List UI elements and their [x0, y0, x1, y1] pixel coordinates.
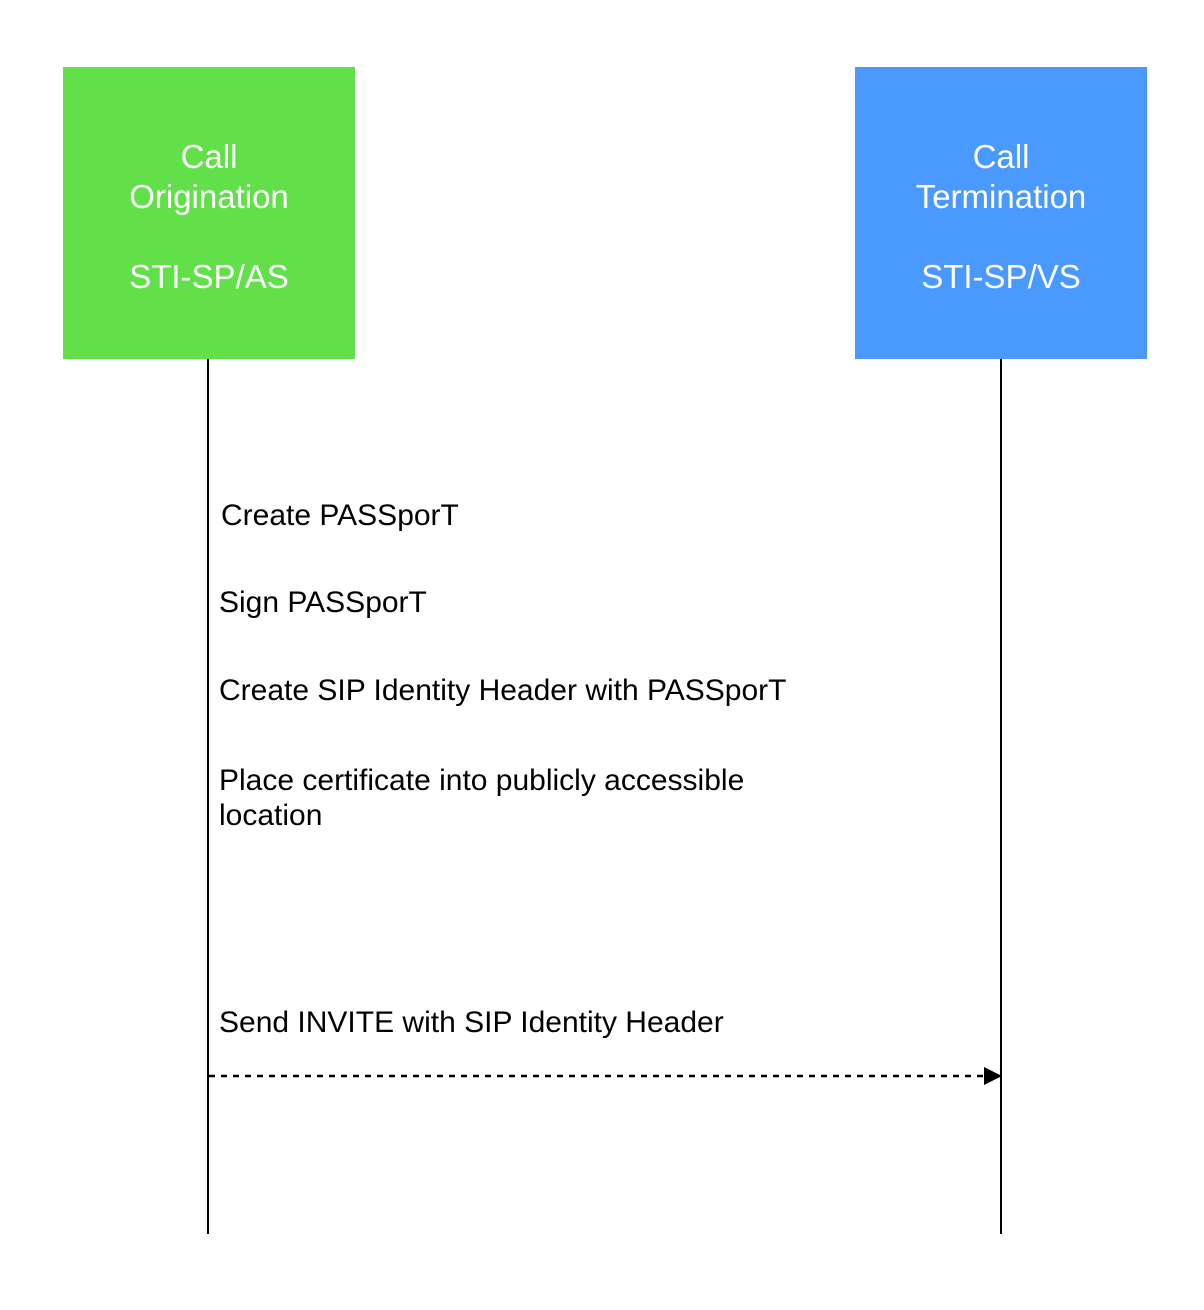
- participant-origination-line2: Origination: [129, 178, 289, 215]
- step-place-certificate: Place certificate into publicly accessib…: [219, 764, 745, 832]
- participant-termination-line1: Call: [972, 138, 1030, 175]
- step-create-sip-identity-header: Create SIP Identity Header with PASSporT: [219, 674, 787, 707]
- lifeline-origination: [207, 359, 209, 1234]
- participant-origination-role: STI-SP/AS: [129, 258, 289, 295]
- participant-call-termination: Call Termination STI-SP/VS: [855, 67, 1147, 359]
- step-sign-passport: Sign PASSporT: [219, 586, 427, 619]
- step-create-passport: Create PASSporT: [221, 499, 459, 532]
- participant-termination-role: STI-SP/VS: [921, 258, 1081, 295]
- participant-origination-line1: Call: [180, 138, 238, 175]
- participant-termination-line2: Termination: [915, 178, 1087, 215]
- message-label: Send INVITE with SIP Identity Header: [219, 1006, 724, 1039]
- lifeline-termination: [1000, 359, 1002, 1234]
- participant-call-origination: Call Origination STI-SP/AS: [63, 67, 355, 359]
